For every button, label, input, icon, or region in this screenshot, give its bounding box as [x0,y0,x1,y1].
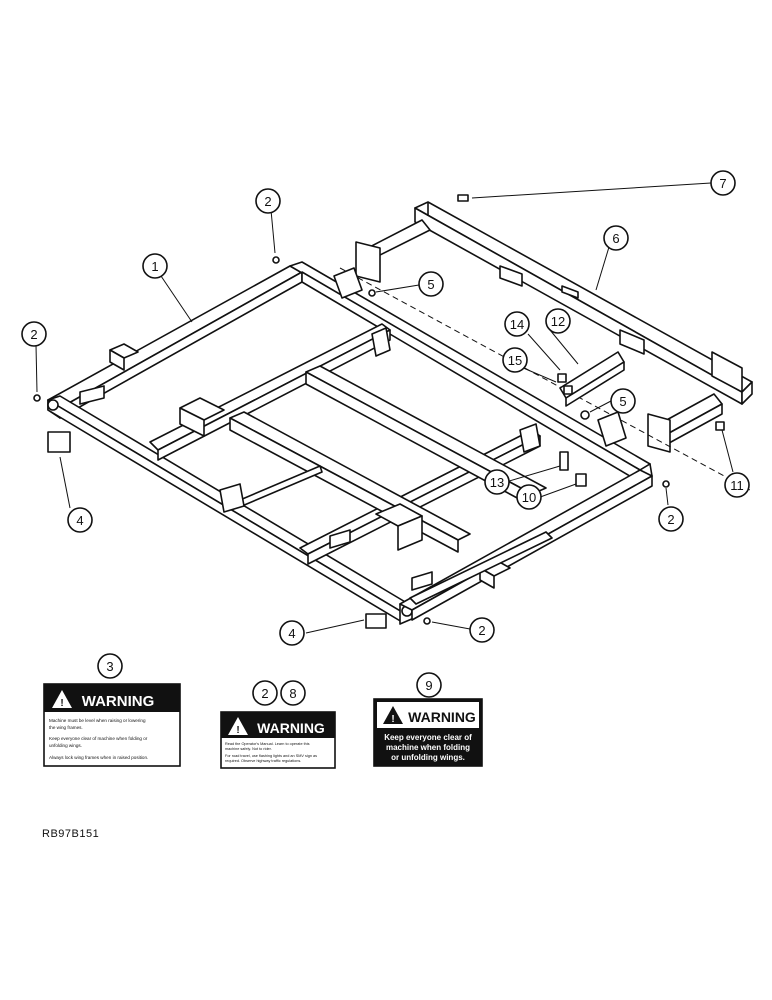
hinge-hardware [33,194,725,629]
warning-triangle-icon [383,706,403,724]
decal-3-line: unfolding wings. [49,743,82,748]
warning-triangle-icon [52,690,72,708]
callout-numbers: 2 1 2 4 5 6 7 12 14 15 5 11 13 10 2 4 2 … [30,176,743,701]
svg-text:!: ! [391,714,394,725]
callout-2e: 2 [261,686,268,701]
warning-triangle-icon [228,717,248,735]
inner-members [79,323,553,605]
callout-5b: 5 [619,394,626,409]
decal-9-heading: WARNING [408,709,476,725]
callout-8: 8 [289,686,296,701]
callout-circles [21,170,750,706]
decal-9-line: or unfolding wings. [391,753,465,762]
callout-3: 3 [106,659,113,674]
decal-2-8-line: machine safely. Not to rider. [225,747,272,751]
decal-3-heading: WARNING [82,693,155,710]
callout-1: 1 [151,259,158,274]
callout-2c: 2 [667,512,674,527]
decal-9: ! WARNING Keep everyone clear of machine… [373,698,483,767]
callout-2d: 2 [478,623,485,638]
callout-9: 9 [425,678,432,693]
decal-2-8-line: For road travel, use flashing lights and… [225,754,317,758]
callout-11: 11 [730,478,744,493]
svg-text:!: ! [60,698,63,709]
callout-5a: 5 [427,277,434,292]
callout-4b: 4 [288,626,295,641]
decal-3-line: Always lock wing frames when in raised p… [49,755,148,760]
wing-frame [339,201,753,491]
callout-7: 7 [719,176,726,191]
callout-12: 12 [551,314,565,329]
callout-2a: 2 [264,194,271,209]
callout-14: 14 [510,317,524,332]
decal-3-line: Keep everyone clear of machine when fold… [49,736,148,741]
decal-2-8-heading: WARNING [257,720,325,736]
decal-9-line: Keep everyone clear of [384,733,472,742]
svg-text:!: ! [236,725,239,736]
callout-10: 10 [522,490,536,505]
figure-id: RB97B151 [42,828,100,840]
decal-2-8: ! WARNING Read the Operator's Manual. Le… [220,711,336,769]
callout-15: 15 [508,353,522,368]
decal-3-line: Machine must be level when raising or lo… [49,718,146,723]
callout-13: 13 [490,475,504,490]
callout-4a: 4 [76,513,83,528]
callout-6: 6 [612,231,619,246]
decal-2-8-line: required. Observe highway traffic regula… [225,759,301,763]
decal-3-line: the wing frames. [49,725,83,730]
decal-2-8-line: Read the Operator's Manual. Learn to ope… [225,742,310,746]
decal-9-line: machine when folding [386,743,470,752]
callout-2b: 2 [30,327,37,342]
decal-3: ! WARNING Machine must be level when rai… [43,683,181,767]
